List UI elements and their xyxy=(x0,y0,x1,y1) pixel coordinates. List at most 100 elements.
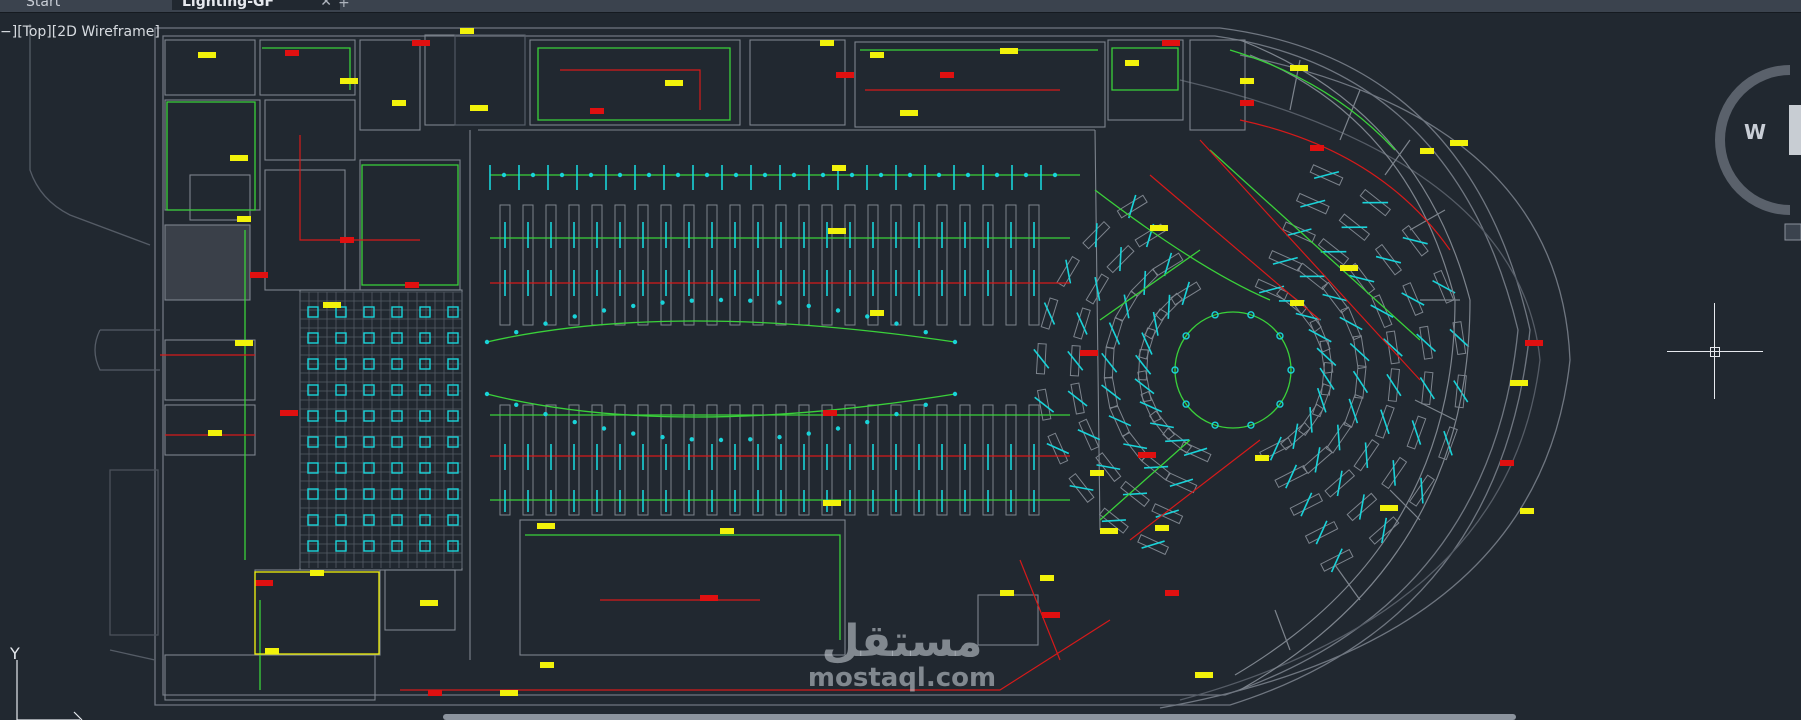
circuit-tag xyxy=(1090,470,1104,476)
circuit-tag xyxy=(823,500,841,506)
viewport-controls[interactable]: −][Top][2D Wireframe] xyxy=(0,24,160,40)
node-fixture xyxy=(806,431,811,436)
node-fixture xyxy=(777,300,782,305)
radial-shelf xyxy=(1268,250,1303,272)
circuit-tags xyxy=(198,28,1543,696)
shelf-upper xyxy=(775,204,787,326)
node-fixture xyxy=(689,437,694,442)
shelf-lower xyxy=(614,404,626,516)
grid-fixture xyxy=(391,410,403,422)
rotunda-fixture xyxy=(1287,366,1295,374)
red-circuits xyxy=(160,69,1451,691)
circuit-tag xyxy=(250,272,268,278)
radial-shelf xyxy=(1120,480,1150,508)
grid-fixture xyxy=(447,306,459,318)
radial-shelf xyxy=(1068,472,1095,503)
shelf-upper xyxy=(1028,204,1040,326)
node-fixture xyxy=(762,172,768,178)
circuit-tag xyxy=(237,216,251,222)
radial-shelf xyxy=(1098,507,1129,534)
radial-shelf xyxy=(1419,371,1435,406)
node-fixture xyxy=(601,426,607,431)
node-fixture xyxy=(484,339,490,345)
drawing-canvas[interactable] xyxy=(0,12,1801,720)
view-cube[interactable] xyxy=(1715,65,1801,241)
radial-shelf xyxy=(1130,268,1159,298)
radial-shelf xyxy=(1138,327,1156,360)
grid-fixture xyxy=(307,332,319,344)
shelf-lower xyxy=(729,404,741,516)
node-fixture xyxy=(865,314,870,319)
grid-fixture xyxy=(307,462,319,474)
circuit-tag xyxy=(700,595,718,601)
circuit-tag xyxy=(198,52,216,58)
grid-fixture xyxy=(335,540,347,552)
add-tab-button[interactable]: + xyxy=(338,0,350,11)
rotunda-fixture xyxy=(1211,421,1219,429)
grid-fixture xyxy=(335,488,347,500)
shelf-lower xyxy=(545,404,557,516)
close-icon[interactable]: ✕ xyxy=(320,0,332,10)
shelf-upper xyxy=(683,204,695,326)
grid-fixture xyxy=(391,540,403,552)
radial-shelf xyxy=(1359,188,1392,217)
curved-perimeter-rooms xyxy=(1234,39,1471,691)
node-fixture xyxy=(718,437,724,443)
radial-shelf xyxy=(1067,345,1084,377)
node-fixture xyxy=(514,402,519,407)
shelf-upper xyxy=(913,204,925,326)
grid-fixture xyxy=(391,332,403,344)
radial-shelf xyxy=(1311,383,1332,418)
radial-shelf xyxy=(1432,269,1456,304)
grid-fixture xyxy=(447,332,459,344)
circuit-tag xyxy=(823,410,837,416)
view-cube-face-w[interactable]: W xyxy=(1744,120,1767,144)
radial-shelf xyxy=(1353,439,1380,472)
radial-shelf xyxy=(1067,382,1088,415)
circuit-tag xyxy=(1240,100,1254,106)
radial-shelf xyxy=(1077,418,1101,451)
radial-shelf xyxy=(1401,282,1425,316)
circuit-tag xyxy=(1290,65,1308,71)
radial-shelf xyxy=(1408,474,1435,507)
node-fixture xyxy=(572,314,577,319)
horizontal-scrollbar[interactable] xyxy=(443,714,1516,720)
selected-room[interactable] xyxy=(254,571,380,655)
circuit-tag xyxy=(1420,148,1434,154)
radial-shelf xyxy=(1309,164,1344,186)
grid-fixture xyxy=(391,488,403,500)
radial-shelf xyxy=(1085,273,1110,305)
tab-lighting-gf[interactable]: Lighting-GF ✕ xyxy=(172,0,340,10)
radial-shelf xyxy=(1095,452,1122,483)
shelf-upper xyxy=(867,204,879,326)
circuit-tag xyxy=(1000,590,1014,596)
shelf-upper xyxy=(637,204,649,326)
shelf-upper xyxy=(499,204,511,326)
circuit-tag xyxy=(310,570,324,576)
node-fixture xyxy=(791,172,797,178)
node-fixture xyxy=(689,298,694,303)
circuit-tag xyxy=(1195,672,1213,678)
node-fixture xyxy=(820,172,826,178)
node-fixture xyxy=(806,303,811,309)
circuit-tag xyxy=(285,50,299,56)
rotunda-fixture xyxy=(1171,366,1179,374)
node-fixture xyxy=(936,172,942,178)
grid-fixture xyxy=(419,488,431,500)
light-fixtures xyxy=(307,165,1058,552)
radial-shelf xyxy=(1162,427,1193,454)
radial-shelf xyxy=(1179,441,1212,463)
circuit-tag xyxy=(828,228,846,234)
circuit-tag xyxy=(420,600,438,606)
circuit-tag xyxy=(1255,455,1269,461)
tab-start[interactable]: Start xyxy=(16,0,70,10)
shelf-upper xyxy=(1005,204,1017,326)
circuit-tag xyxy=(323,302,341,308)
rotunda-fixture xyxy=(1211,311,1219,319)
building-outline xyxy=(29,24,1571,709)
radial-shelf xyxy=(1274,464,1308,489)
watermark-text: mostaql.com xyxy=(807,663,997,693)
watermark: مستقل mostaql.com xyxy=(807,620,997,693)
shelf-upper xyxy=(568,204,580,326)
radial-shelf xyxy=(1105,317,1124,350)
